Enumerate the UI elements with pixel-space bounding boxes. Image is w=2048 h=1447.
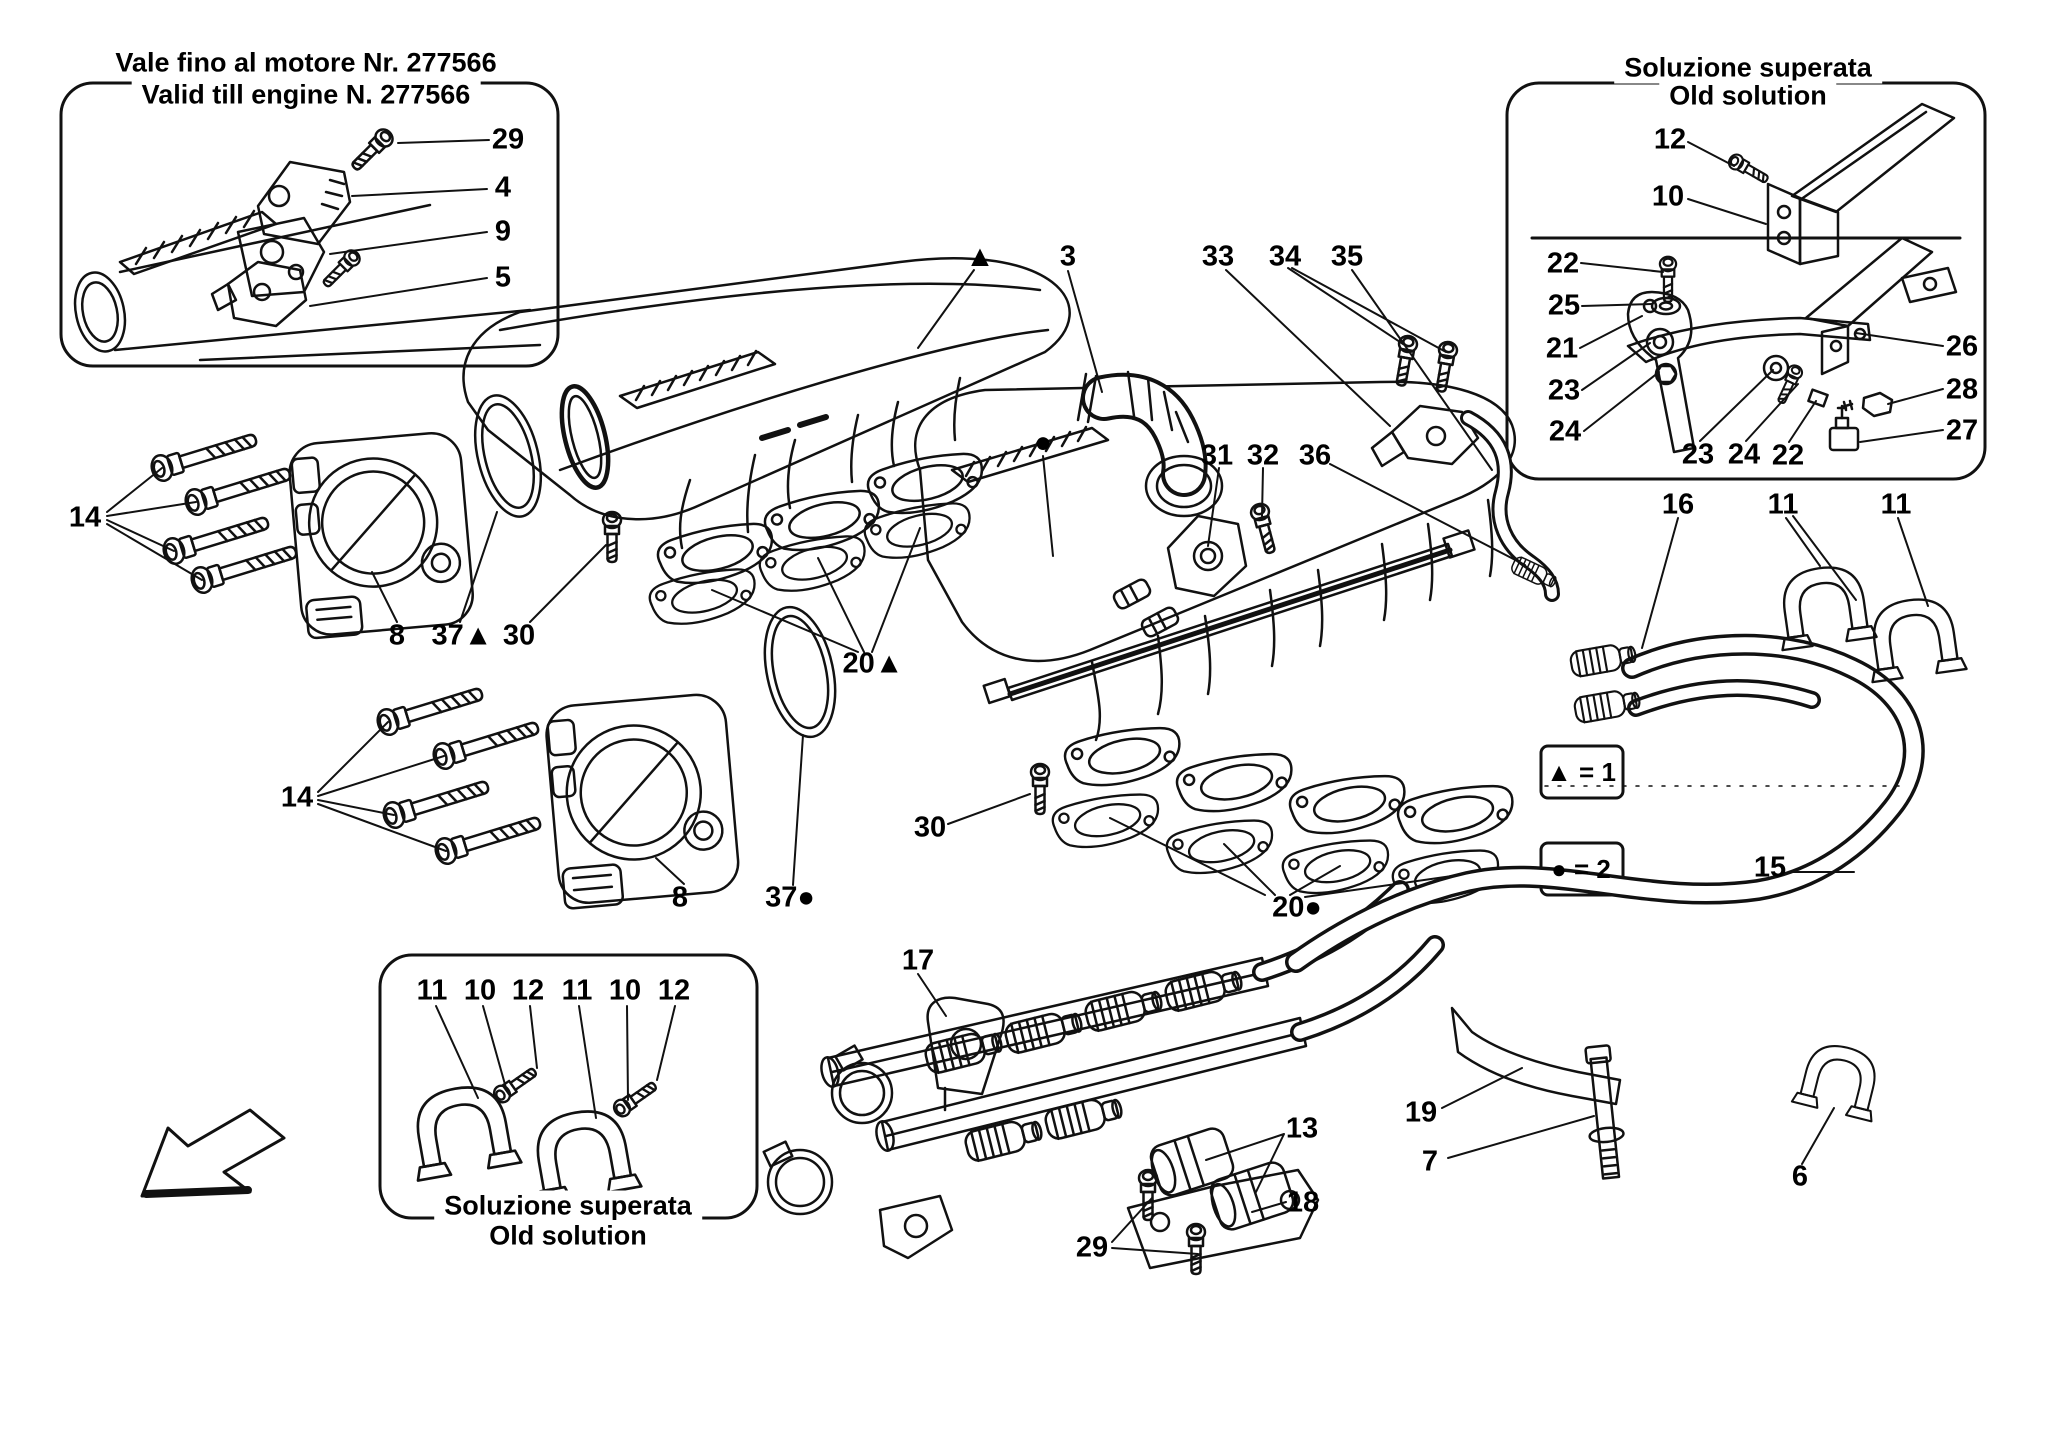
inset-box-top-left (59, 81, 560, 368)
callout-10-inset: 10 (1651, 180, 1685, 213)
lower-intake-manifold-drawing (914, 380, 1520, 912)
callout-29: 29 (1075, 1231, 1109, 1264)
mounting-bolts-group-2 (373, 679, 545, 868)
upper-intake-manifold-drawing (462, 257, 1071, 634)
callout-11-inset-b: 11 (561, 974, 593, 1007)
callout-23-b: 23 (1681, 438, 1715, 471)
direction-arrow-icon (140, 1108, 286, 1198)
callout-11-a: 11 (1767, 488, 1799, 521)
inset-top-right-artwork (1626, 102, 1958, 454)
callout-24: 24 (1548, 415, 1582, 448)
callout-14-b: 14 (280, 781, 314, 814)
callout-22-b: 22 (1771, 439, 1805, 472)
callout-22: 22 (1546, 247, 1580, 280)
callout-12-inset-b: 12 (657, 974, 691, 1007)
inset-top-left-artwork (73, 124, 542, 362)
callout-27: 27 (1945, 414, 1979, 447)
callout-21: 21 (1545, 332, 1579, 365)
callout-10-inset-b: 10 (608, 974, 642, 1007)
callout-17: 17 (901, 944, 935, 977)
callout-32: 32 (1246, 439, 1280, 472)
triangle-marker: ▲ (965, 240, 995, 273)
callout-15: 15 (1753, 851, 1787, 884)
callout-37-dot: 37● (765, 881, 815, 914)
callout-19: 19 (1404, 1096, 1438, 1129)
callout-12-inset: 12 (1653, 123, 1687, 156)
rail-clamp-hardware (1126, 1127, 1320, 1276)
callout-12-inset-a: 12 (511, 974, 545, 1007)
callout-3: 3 (1059, 240, 1077, 273)
emissions-pipe-assembly (1285, 560, 1968, 1123)
inset-top-left-title-italian: Vale fino al motore Nr. 277566 (105, 47, 507, 79)
leader-lines (106, 139, 1944, 1255)
callout-8-b: 8 (671, 881, 689, 914)
callout-6: 6 (1791, 1160, 1809, 1193)
callout-37-triangle: 37▲ (431, 619, 493, 652)
throttle-gasket-ring-2 (763, 605, 837, 739)
callout-11-b: 11 (1880, 488, 1912, 521)
callout-20-triangle: 20▲ (842, 647, 904, 680)
legend-triangle-equals-one: ▲ = 1 (1546, 757, 1616, 787)
pressure-sensor (1370, 333, 1480, 468)
callout-25: 25 (1547, 289, 1581, 322)
callout-31: 31 (1200, 439, 1234, 472)
callout-29-inset: 29 (491, 123, 525, 156)
mounting-bolts-group-1 (147, 425, 301, 597)
callout-8-a: 8 (388, 619, 406, 652)
callout-11-inset-a: 11 (416, 974, 448, 1007)
inset-top-left-title-english: Valid till engine N. 277566 (131, 79, 481, 111)
throttle-body-1 (288, 432, 474, 640)
throttle-body-2 (545, 693, 740, 910)
inset-bottom-left-title-english: Old solution (479, 1220, 657, 1252)
inset-bottom-left-title-italian: Soluzione superata (434, 1190, 702, 1222)
callout-23: 23 (1547, 374, 1581, 407)
callout-16: 16 (1661, 488, 1695, 521)
callout-30-a: 30 (502, 619, 536, 652)
callout-10-inset-a: 10 (463, 974, 497, 1007)
callout-33: 33 (1201, 240, 1235, 273)
inset-top-right-title-italian: Soluzione superata (1614, 52, 1882, 84)
callout-9: 9 (494, 215, 512, 248)
callout-34: 34 (1268, 240, 1302, 273)
callout-14-a: 14 (68, 501, 102, 534)
support-strap-and-stud (1450, 1006, 1625, 1180)
callout-28: 28 (1945, 373, 1979, 406)
throttle-gasket-ring-1 (474, 394, 542, 518)
inset-top-right-title-english: Old solution (1659, 80, 1837, 112)
callout-24-b: 24 (1727, 438, 1761, 471)
air-hose-elbow (1076, 370, 1224, 518)
legend-dot-equals-two: ● = 2 (1551, 854, 1611, 884)
callout-26: 26 (1945, 330, 1979, 363)
callout-35: 35 (1330, 240, 1364, 273)
callout-18: 18 (1286, 1186, 1320, 1219)
callout-36: 36 (1298, 439, 1332, 472)
callout-13: 13 (1285, 1112, 1319, 1145)
callout-20-dot: 20● (1272, 891, 1322, 924)
callout-7: 7 (1421, 1145, 1439, 1178)
inset-bottom-left-artwork (402, 1062, 661, 1206)
vapor-hose (1460, 410, 1560, 602)
dot-marker: ● (1033, 426, 1053, 459)
callout-30-b: 30 (913, 811, 947, 844)
callout-4: 4 (494, 171, 512, 204)
callout-5: 5 (494, 261, 512, 294)
